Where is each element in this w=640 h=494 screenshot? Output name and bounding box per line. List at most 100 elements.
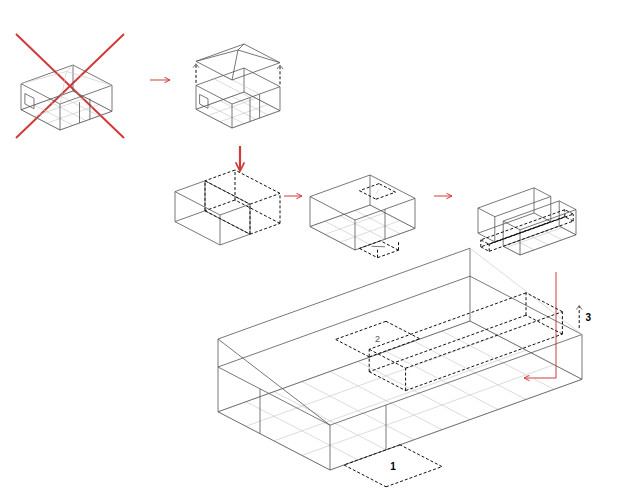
box-edge — [330, 425, 331, 470]
outline-rect — [360, 191, 377, 200]
box-edge — [250, 223, 280, 234]
box-edge — [205, 181, 250, 204]
box-edge — [526, 293, 562, 312]
floor-grid — [274, 350, 526, 441]
box-edge — [73, 91, 112, 111]
box-edge — [218, 367, 330, 425]
floor-grid — [232, 111, 280, 128]
box-edge — [534, 188, 551, 197]
floor-grid — [220, 101, 256, 120]
step-arrow — [524, 272, 556, 378]
box-edge — [369, 349, 405, 368]
box-edge — [205, 200, 235, 211]
outline-rect — [376, 192, 396, 199]
box-edge — [280, 193, 281, 223]
floor-grid — [244, 92, 280, 111]
floor-grid — [246, 336, 498, 427]
floor-grid — [218, 321, 470, 412]
floor-grid — [340, 216, 385, 239]
callout-number: 2 — [374, 334, 381, 345]
box-edge — [175, 181, 205, 192]
box-edge — [220, 234, 250, 245]
roof-edge — [238, 50, 280, 63]
floor-grid — [370, 205, 415, 228]
box-edge — [196, 109, 232, 128]
outline-rect — [386, 321, 420, 338]
box-edge — [205, 211, 250, 234]
floor-grid — [503, 246, 520, 255]
box-edge — [232, 111, 280, 128]
box-edge — [576, 210, 577, 235]
box-edge — [175, 211, 205, 222]
window — [208, 99, 209, 109]
floor-grid — [325, 221, 370, 244]
move-arrow — [372, 246, 386, 248]
outline-rect — [196, 61, 232, 80]
partition — [260, 389, 261, 434]
window — [25, 104, 34, 109]
lift-arrow — [196, 64, 199, 68]
box-edge — [250, 193, 280, 204]
roof-edge — [21, 72, 67, 84]
box-edge — [503, 246, 520, 255]
roof-edge — [67, 72, 113, 86]
floor-grid — [310, 227, 355, 250]
box-edge — [565, 217, 573, 221]
floor-grid — [220, 105, 268, 122]
floor-grid — [60, 111, 112, 130]
window — [200, 94, 208, 98]
lift-arrow — [193, 64, 196, 68]
box-edge — [244, 92, 280, 111]
box-edge — [220, 215, 221, 245]
box-edge — [21, 91, 73, 110]
box-edge — [175, 192, 176, 222]
partition — [250, 98, 251, 122]
box-edge — [573, 214, 574, 221]
box-edge — [478, 213, 534, 233]
window — [199, 94, 200, 104]
floor-grid — [47, 105, 99, 124]
box-edge — [470, 276, 471, 321]
roof-edge — [60, 72, 67, 105]
roof-edge — [218, 248, 470, 339]
step-arrow — [150, 80, 170, 81]
lift-arrow — [277, 65, 280, 69]
outline-rect — [381, 241, 399, 250]
box-edge — [244, 68, 245, 92]
outline-rect — [344, 465, 386, 487]
box-edge — [526, 293, 527, 315]
box-edge — [73, 65, 74, 91]
box-edge — [205, 181, 250, 204]
floor-grid — [21, 110, 60, 130]
lift-arrow — [280, 65, 283, 69]
outline-rect — [378, 250, 399, 258]
window — [24, 94, 25, 104]
box-edge — [310, 197, 311, 227]
box-edge — [520, 210, 576, 230]
roof-edge — [238, 44, 244, 50]
box-edge — [280, 87, 281, 111]
box-edge — [60, 111, 112, 130]
cross-out — [16, 34, 124, 138]
box-edge — [250, 204, 251, 234]
callout-number: 1 — [389, 460, 397, 471]
box-edge — [565, 210, 573, 214]
box-edge — [205, 170, 235, 181]
box-edge — [220, 204, 250, 215]
box-edge — [562, 312, 563, 334]
partition — [385, 209, 386, 239]
floor-grid — [21, 91, 73, 110]
outline-rect — [360, 248, 378, 257]
floor-grid — [73, 91, 112, 111]
corridor-arrow — [491, 217, 564, 243]
floor-grid — [196, 92, 244, 109]
box-edge — [205, 181, 206, 211]
box-edge — [503, 201, 559, 221]
box-edge — [369, 372, 405, 391]
outline-rect — [360, 184, 380, 191]
move-arrow — [376, 189, 379, 194]
box-edge — [478, 208, 495, 217]
floor-grid — [559, 226, 576, 235]
box-edge — [534, 188, 535, 213]
box-edge — [21, 65, 73, 84]
